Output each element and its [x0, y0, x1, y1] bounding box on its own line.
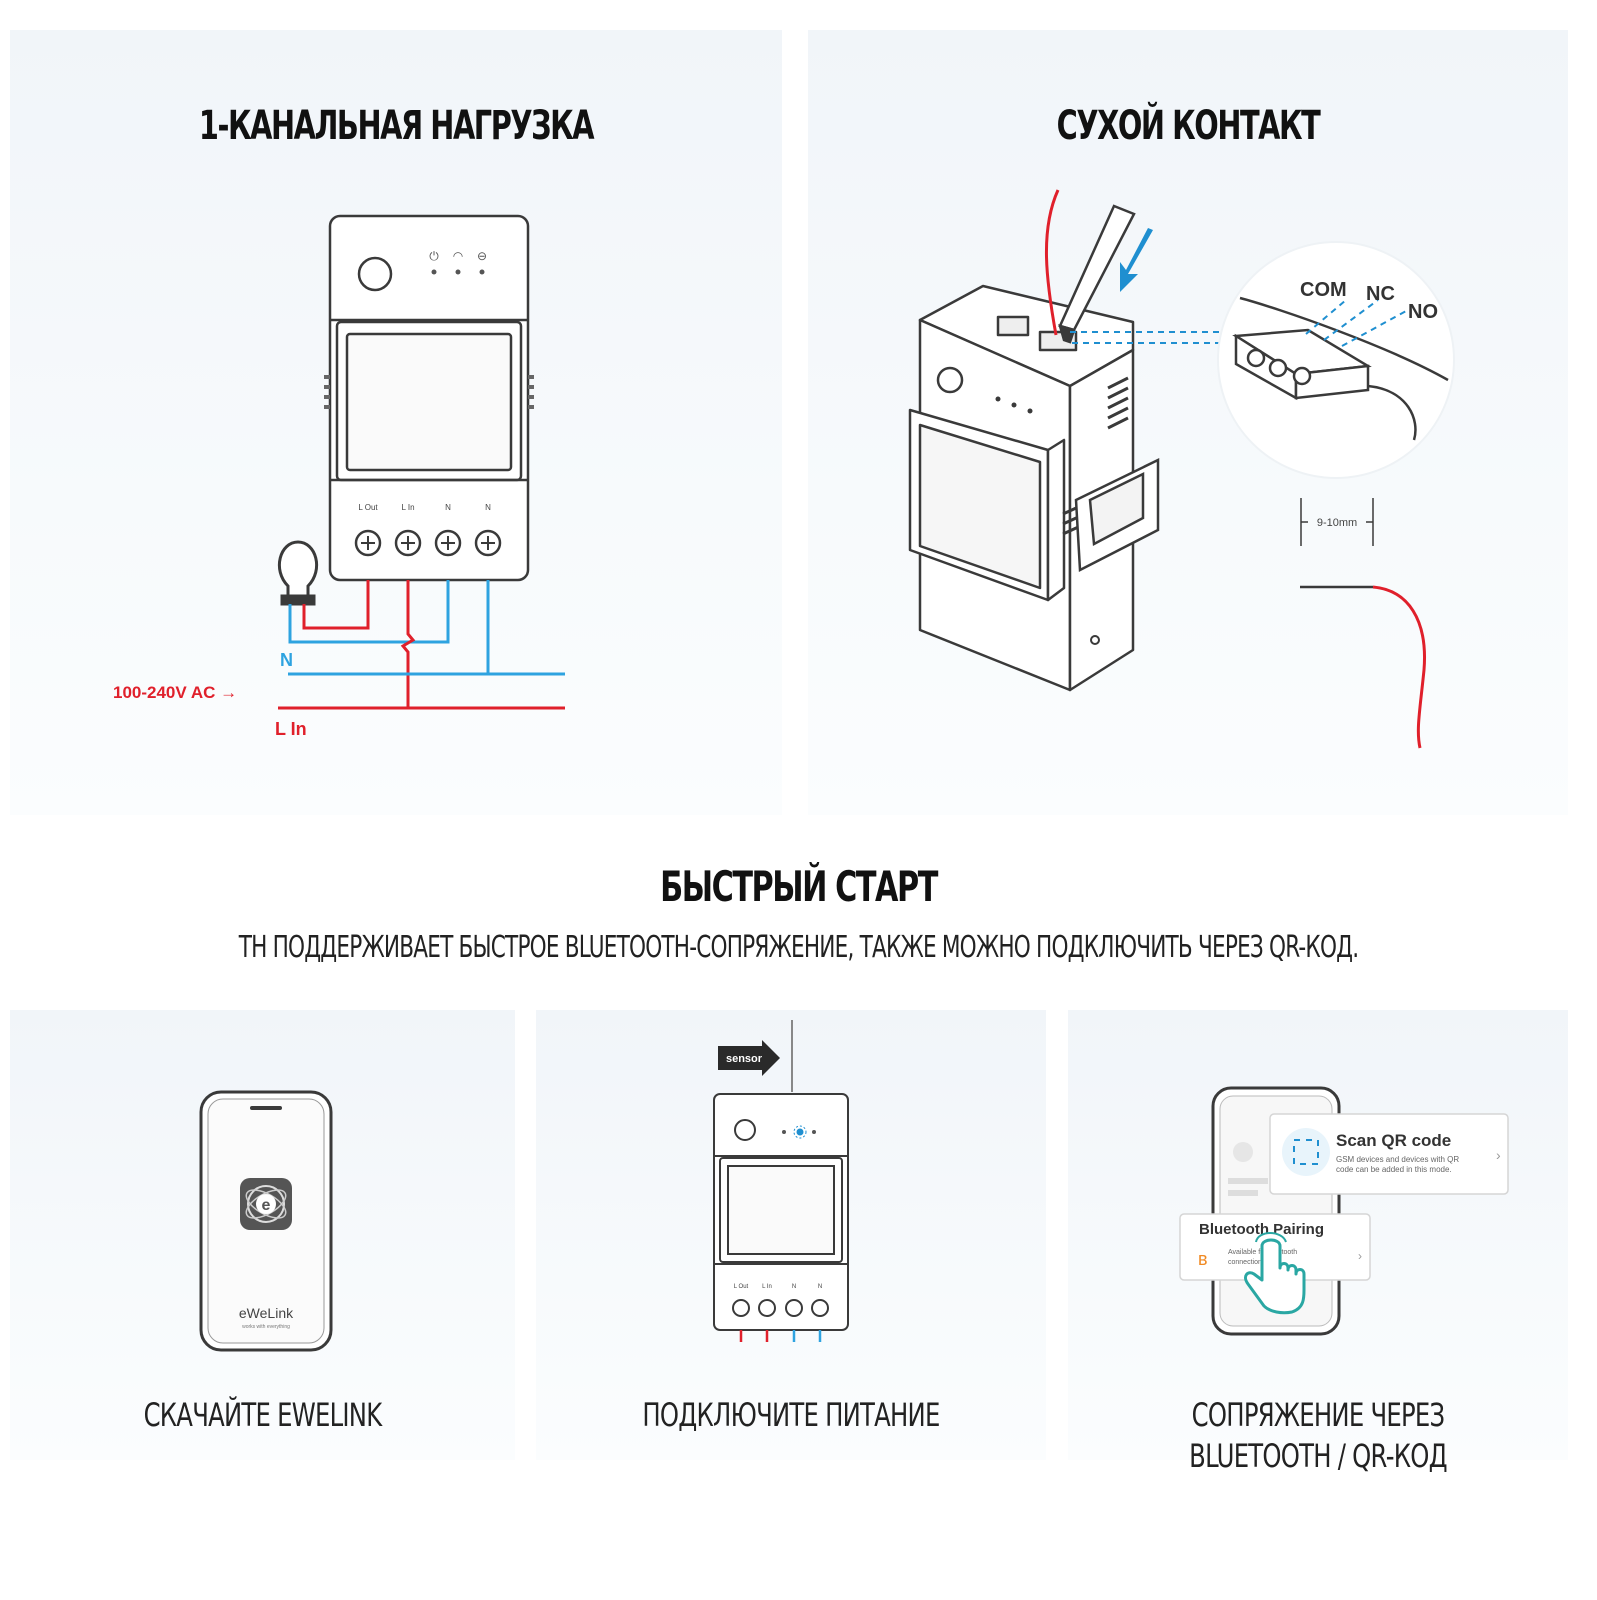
- tap-hand-icon: [1244, 1232, 1306, 1315]
- svg-text:›: ›: [1496, 1147, 1501, 1163]
- step-power-panel: sensor L Out L In N N: [536, 1010, 1046, 1460]
- dry-contact-panel: СУХОЙ КОНТАКТ: [808, 30, 1568, 815]
- label-nc: NC: [1366, 283, 1395, 305]
- svg-text:⏻: ⏻: [429, 249, 439, 263]
- switch-device-3d: [908, 284, 1135, 692]
- small-terminal-l-in: L In: [762, 1284, 772, 1290]
- ewelink-logo-icon: e: [240, 1178, 292, 1230]
- label-com: COM: [1300, 279, 1347, 301]
- label-n: N: [280, 650, 293, 670]
- device-power-illustration: sensor L Out L In N N: [713, 1020, 849, 1342]
- small-terminal-l-out: L Out: [734, 1284, 749, 1290]
- qr-code-card: Scan QR code GSM devices and devices wit…: [1269, 1113, 1509, 1195]
- single-load-wiring-diagram: ⏻ ◠ ⊖ L Out L In N N: [113, 214, 565, 739]
- bt-card-title: Bluetooth Pairing: [1199, 1221, 1324, 1238]
- dry-contact-diagram: COM NC NO 9-10mm: [908, 189, 1455, 749]
- stripped-red-wire: [1372, 585, 1427, 749]
- step-download-panel: e eWeLink works with everything: [10, 1010, 515, 1460]
- step-power-caption: ПОДКЛЮЧИТЕ ПИТАНИЕ: [642, 1396, 940, 1434]
- label-voltage: 100-240V AC →: [113, 683, 237, 702]
- dry-contact-title: СУХОЙ КОНТАКТ: [1056, 103, 1321, 149]
- quick-start-subheading: TH ПОДДЕРЖИВАЕТ БЫСТРОЕ BLUETOOTH-СОПРЯЖ…: [238, 930, 1359, 965]
- terminal-label-l-in: L In: [401, 503, 414, 512]
- live-in-wire: [400, 580, 416, 708]
- indicator-dots: [995, 396, 1033, 414]
- svg-text:e: e: [262, 1197, 271, 1214]
- small-terminal-n1: N: [792, 1284, 796, 1290]
- step-pairing-caption-line2: BLUETOOTH / QR-КОД: [1189, 1437, 1447, 1475]
- step-download-caption: СКАЧАЙТЕ EWELINK: [143, 1396, 383, 1434]
- terminal-label-l-out: L Out: [358, 503, 378, 512]
- bt-card-text-2: connection.: [1228, 1259, 1264, 1266]
- terminal-labels: L Out L In N N: [358, 503, 491, 512]
- red-signal-wire: [1044, 189, 1060, 336]
- switch-device: [328, 214, 530, 582]
- screwdriver-icon: [1058, 204, 1136, 344]
- light-bulb-icon: [277, 540, 319, 606]
- sensor-arrow-icon: [718, 1040, 780, 1076]
- terminal-label-n1: N: [445, 503, 451, 512]
- strip-length-indicator: [1300, 498, 1374, 546]
- side-vents: [324, 375, 534, 409]
- quick-start-heading: БЫСТРЫЙ СТАРТ: [660, 862, 938, 911]
- app-name: eWeLink: [239, 1305, 294, 1321]
- label-l-in: L In: [275, 719, 307, 739]
- insert-arrow-icon: [1120, 228, 1153, 292]
- svg-text:›: ›: [1358, 1249, 1362, 1263]
- app-tagline: works with everything: [242, 1324, 290, 1330]
- label-no: NO: [1408, 301, 1438, 323]
- status-led-icons: ⏻ ◠ ⊖: [429, 249, 487, 275]
- pairing-illustration: Scan QR code GSM devices and devices wit…: [1179, 1086, 1509, 1336]
- led-indicators-small: [782, 1125, 816, 1139]
- neutral-bulb-wire: [288, 580, 450, 644]
- sensor-label: sensor: [726, 1053, 763, 1065]
- switch-device-small: [713, 1093, 849, 1331]
- live-out-wire: [302, 580, 370, 630]
- strip-length-label: 9-10mm: [1317, 517, 1357, 529]
- small-terminal-n2: N: [818, 1284, 822, 1290]
- step-pairing-panel: Scan QR code GSM devices and devices wit…: [1068, 1010, 1568, 1460]
- single-load-panel: 1-КАНАЛЬНАЯ НАГРУЗКА ⏻ ◠ ⊖ L Out L In N …: [10, 30, 782, 815]
- single-load-title: 1-КАНАЛЬНАЯ НАГРУЗКА: [198, 103, 595, 149]
- qr-card-title: Scan QR code: [1336, 1131, 1451, 1150]
- phone-ewelink-illustration: e eWeLink works with everything: [199, 1090, 333, 1352]
- svg-text:⊖: ⊖: [477, 249, 487, 263]
- qr-card-text-1: GSM devices and devices with QR: [1336, 1155, 1459, 1164]
- terminal-label-n2: N: [485, 503, 491, 512]
- step-pairing-caption-line1: СОПРЯЖЕНИЕ ЧЕРЕЗ: [1191, 1396, 1445, 1434]
- din-clip: [1074, 457, 1160, 572]
- qr-card-text-2: code can be added in this mode.: [1336, 1165, 1452, 1174]
- zoom-terminal-block: [1232, 328, 1372, 401]
- bluetooth-icon: ʙ: [1198, 1249, 1208, 1269]
- svg-text:◠: ◠: [453, 249, 463, 263]
